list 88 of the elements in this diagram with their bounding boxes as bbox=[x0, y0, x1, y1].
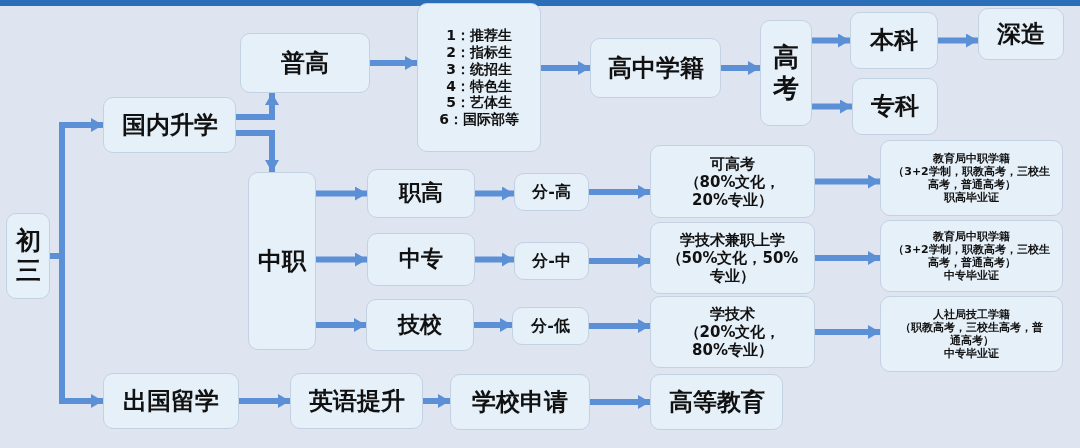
process-box bbox=[367, 233, 475, 286]
arrow bbox=[589, 254, 650, 268]
box-label: 分-低 bbox=[531, 316, 570, 336]
box-label: 6：国际部等 bbox=[439, 111, 519, 128]
box-label: 可高考 bbox=[710, 154, 755, 173]
arrow bbox=[236, 130, 279, 172]
box-label: 专科 bbox=[871, 92, 919, 121]
arrow bbox=[236, 93, 279, 120]
box-label: 中专 bbox=[399, 246, 443, 273]
box-label: 学技术兼职上学（50%文化，50%专业） bbox=[665, 231, 800, 285]
box-label: 5：艺体生 bbox=[446, 94, 512, 112]
box-label: 本科 bbox=[870, 26, 918, 55]
arrow bbox=[812, 99, 852, 114]
process-box bbox=[852, 78, 938, 135]
box-label: 1：推荐生 bbox=[446, 27, 512, 44]
box-label: （20%文化，80%专业） bbox=[683, 323, 782, 359]
box-label: （职教高考，三校生高考，普通高考） bbox=[899, 320, 1044, 348]
process-box bbox=[103, 97, 236, 153]
arrow bbox=[590, 395, 650, 409]
box-label: 职高毕业证 bbox=[944, 191, 999, 205]
arrow bbox=[541, 61, 590, 75]
box-label: 初三 bbox=[14, 226, 42, 286]
process-box bbox=[760, 20, 812, 126]
arrow bbox=[423, 394, 450, 408]
arrow bbox=[815, 174, 880, 189]
process-box bbox=[514, 242, 589, 280]
box-label: 中专毕业证 bbox=[944, 269, 999, 283]
box-label: 深造 bbox=[997, 19, 1045, 49]
box-label: 3：统招生 bbox=[446, 60, 512, 78]
process-box bbox=[880, 220, 1063, 292]
arrow bbox=[475, 252, 514, 267]
arrow bbox=[721, 61, 760, 75]
process-box bbox=[850, 12, 938, 69]
arrow bbox=[316, 186, 367, 201]
arrow bbox=[815, 251, 880, 265]
process-box bbox=[6, 213, 50, 299]
process-box bbox=[650, 374, 783, 430]
box-label: 教育局中职学籍 bbox=[933, 229, 1010, 243]
process-box bbox=[590, 38, 721, 98]
process-box bbox=[880, 296, 1063, 372]
box-label: 普高 bbox=[281, 48, 329, 78]
process-box bbox=[417, 3, 541, 152]
box-label: （3+2学制，职教高考，三校生高考，普通高考） bbox=[892, 242, 1051, 269]
process-box bbox=[650, 222, 815, 294]
box-label: 人社局技工学籍 bbox=[933, 307, 1010, 321]
arrow bbox=[812, 33, 850, 48]
box-label: 4：特色生 bbox=[446, 77, 512, 95]
arrow bbox=[316, 318, 366, 332]
process-box bbox=[514, 173, 589, 211]
box-label: 国内升学 bbox=[121, 110, 218, 140]
box-label: 英语提升 bbox=[308, 386, 405, 416]
box-label: 高等教育 bbox=[668, 387, 765, 417]
process-box bbox=[103, 373, 239, 429]
box-label: 分-中 bbox=[532, 251, 571, 271]
process-box bbox=[367, 169, 475, 218]
box-label: 教育局中职学籍 bbox=[933, 151, 1010, 165]
process-box bbox=[290, 373, 423, 429]
process-box bbox=[650, 145, 815, 218]
arrow bbox=[316, 252, 367, 267]
box-label: 职高 bbox=[399, 180, 443, 207]
process-box bbox=[650, 296, 815, 368]
arrow bbox=[474, 318, 512, 332]
box-label: 中职 bbox=[258, 246, 306, 276]
box-label: 高中学籍 bbox=[607, 53, 704, 83]
box-label: 分-高 bbox=[532, 182, 571, 202]
arrow bbox=[589, 185, 650, 199]
box-label: 中专毕业证 bbox=[944, 347, 999, 361]
process-box bbox=[248, 172, 316, 350]
box-label: 高考 bbox=[772, 41, 800, 105]
box-label: 学技术 bbox=[710, 305, 755, 323]
box-label: （80%文化，20%专业） bbox=[683, 172, 782, 209]
arrow bbox=[589, 319, 650, 333]
box-label: 2：指标生 bbox=[446, 43, 512, 61]
arrow bbox=[815, 325, 880, 339]
arrow bbox=[475, 186, 514, 201]
box-label: 学校申请 bbox=[472, 387, 568, 417]
process-box bbox=[366, 299, 474, 351]
arrow bbox=[239, 394, 290, 408]
arrow bbox=[938, 33, 978, 48]
process-box bbox=[450, 374, 590, 430]
box-label: 出国留学 bbox=[123, 386, 219, 416]
process-box bbox=[978, 8, 1064, 60]
arrow bbox=[370, 56, 417, 70]
box-label: （3+2学制，职教高考，三校生高考，普通高考） bbox=[892, 164, 1051, 191]
process-box bbox=[512, 307, 589, 345]
box-label: 技校 bbox=[398, 311, 442, 339]
process-box bbox=[240, 33, 370, 93]
process-box bbox=[880, 140, 1063, 216]
